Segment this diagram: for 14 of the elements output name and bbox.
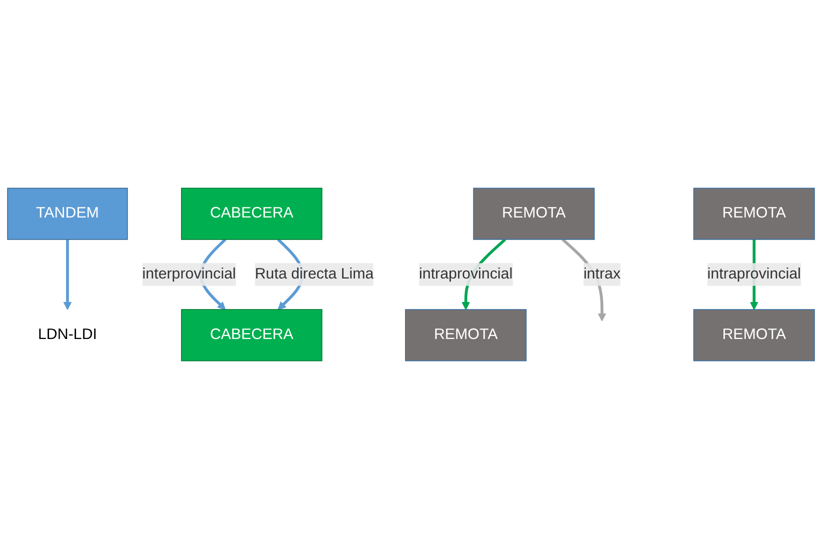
node-box: REMOTA [693,309,815,362]
node-box: REMOTA [473,188,595,240]
node-text: LDN-LDI [38,326,97,343]
edge-label: intrax [583,266,621,282]
edge-label: intraprovincial [419,266,513,282]
node-box: REMOTA [405,309,527,362]
edge-label: interprovincial [142,266,236,282]
node-box: CABECERA [181,188,322,240]
edge-label: Ruta directa Lima [254,266,374,282]
node-box: REMOTA [693,188,815,240]
edge-label: intraprovincial [707,266,801,282]
arrow [63,239,72,310]
node-box: CABECERA [181,309,322,362]
node-box: TANDEM [7,188,128,240]
